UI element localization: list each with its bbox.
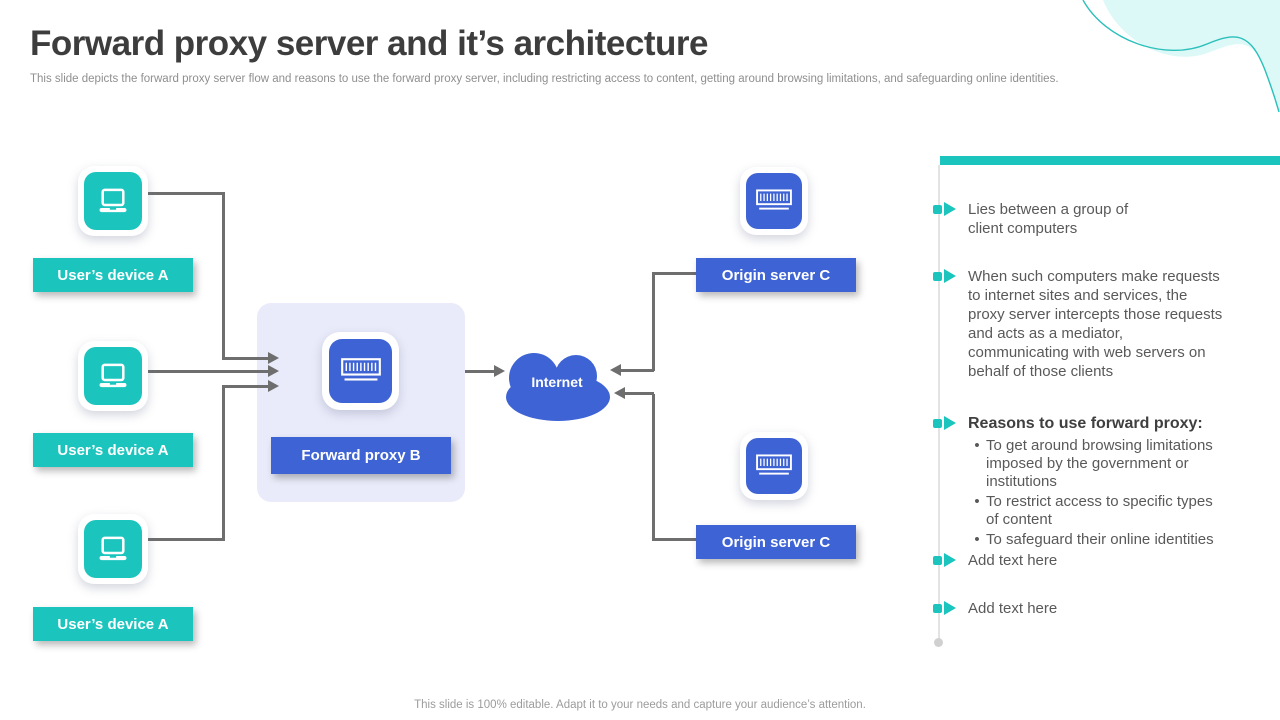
bullet-text: Lies between a group of client computers [968,201,1129,237]
panel-bullet-3: Reasons to use forward proxy: • To get a… [933,414,1258,549]
connector-proxy-to-internet [465,370,496,373]
origin-label-1: Origin server C [696,258,856,292]
bullet-heading: Reasons to use forward proxy: [968,415,1203,432]
arrowhead-icon [268,352,279,364]
device-label-3: User’s device A [33,607,193,641]
device-card-1 [78,166,148,236]
laptop-icon [84,172,142,230]
arrowhead-icon [614,387,625,399]
arrowhead-icon [268,365,279,377]
connector-device3-h [148,538,224,541]
dot-bullet-icon: • [974,437,980,454]
connector-device1-into-proxy [222,357,268,360]
connector-device3-v [222,386,225,541]
arrow-right-icon [933,553,956,567]
arrow-right-icon [933,269,956,283]
sub-bullet: • To restrict access to specific types o… [968,493,1258,529]
arrowhead-icon [494,365,505,377]
device-card-3 [78,514,148,584]
connector-origin2-h [652,538,696,541]
arrow-right-icon [933,416,956,430]
sub-bullet-text: To safeguard their online identities [986,531,1214,548]
device-label-1: User’s device A [33,258,193,292]
timeline-line [938,165,940,644]
proxy-card [322,332,399,410]
connector-origin1-v [652,272,655,371]
sub-bullet: • To safeguard their online identities [968,531,1258,549]
server-icon [746,438,802,494]
connector-device3-into-proxy [222,385,268,388]
server-icon [746,173,802,229]
page-title: Forward proxy server and it’s architectu… [30,24,708,63]
arrowhead-icon [610,364,621,376]
proxy-label: Forward proxy B [271,437,451,474]
footer-note: This slide is 100% editable. Adapt it to… [414,699,866,711]
panel-bullet-4[interactable]: Add text here [933,551,1258,570]
arrowhead-icon [268,380,279,392]
panel-bullet-2: When such computers make requests to int… [933,267,1258,381]
page-subtitle: This slide depicts the forward proxy ser… [30,73,1059,85]
sub-bullet: • To get around browsing limitations imp… [968,437,1258,491]
connector-origin1-into-internet [620,369,654,372]
panel-accent-bar [940,156,1280,165]
laptop-icon [84,347,142,405]
dot-bullet-icon: • [974,531,980,548]
connector-device1-v [222,192,225,360]
arrow-right-icon [933,601,956,615]
origin-card-2 [740,432,808,500]
internet-label: Internet [531,374,583,390]
dot-bullet-icon: • [974,493,980,510]
timeline-end-dot [934,638,943,647]
sub-bullet-text: To restrict access to specific types of … [986,493,1213,528]
device-label-2: User’s device A [33,433,193,467]
connector-origin2-into-internet [624,392,654,395]
device-card-2 [78,341,148,411]
connector-device2-into-proxy [148,370,268,373]
arrow-right-icon [933,202,956,216]
panel-bullet-1: Lies between a group of client computers [933,200,1258,238]
connector-device1-h [148,192,224,195]
laptop-icon [84,520,142,578]
connector-origin2-v [652,394,655,541]
server-icon [329,339,392,403]
origin-label-2: Origin server C [696,525,856,559]
connector-origin1-h [652,272,696,275]
cloud-icon [506,353,610,421]
panel-bullet-5[interactable]: Add text here [933,599,1258,618]
placeholder-text[interactable]: Add text here [968,552,1058,569]
sub-bullet-text: To get around browsing limitations impos… [986,437,1213,490]
corner-wave-icon [1082,0,1280,113]
placeholder-text[interactable]: Add text here [968,600,1058,617]
sub-bullet-list: • To get around browsing limitations imp… [968,437,1258,549]
origin-card-1 [740,167,808,235]
bullet-text: When such computers make requests to int… [968,268,1223,380]
